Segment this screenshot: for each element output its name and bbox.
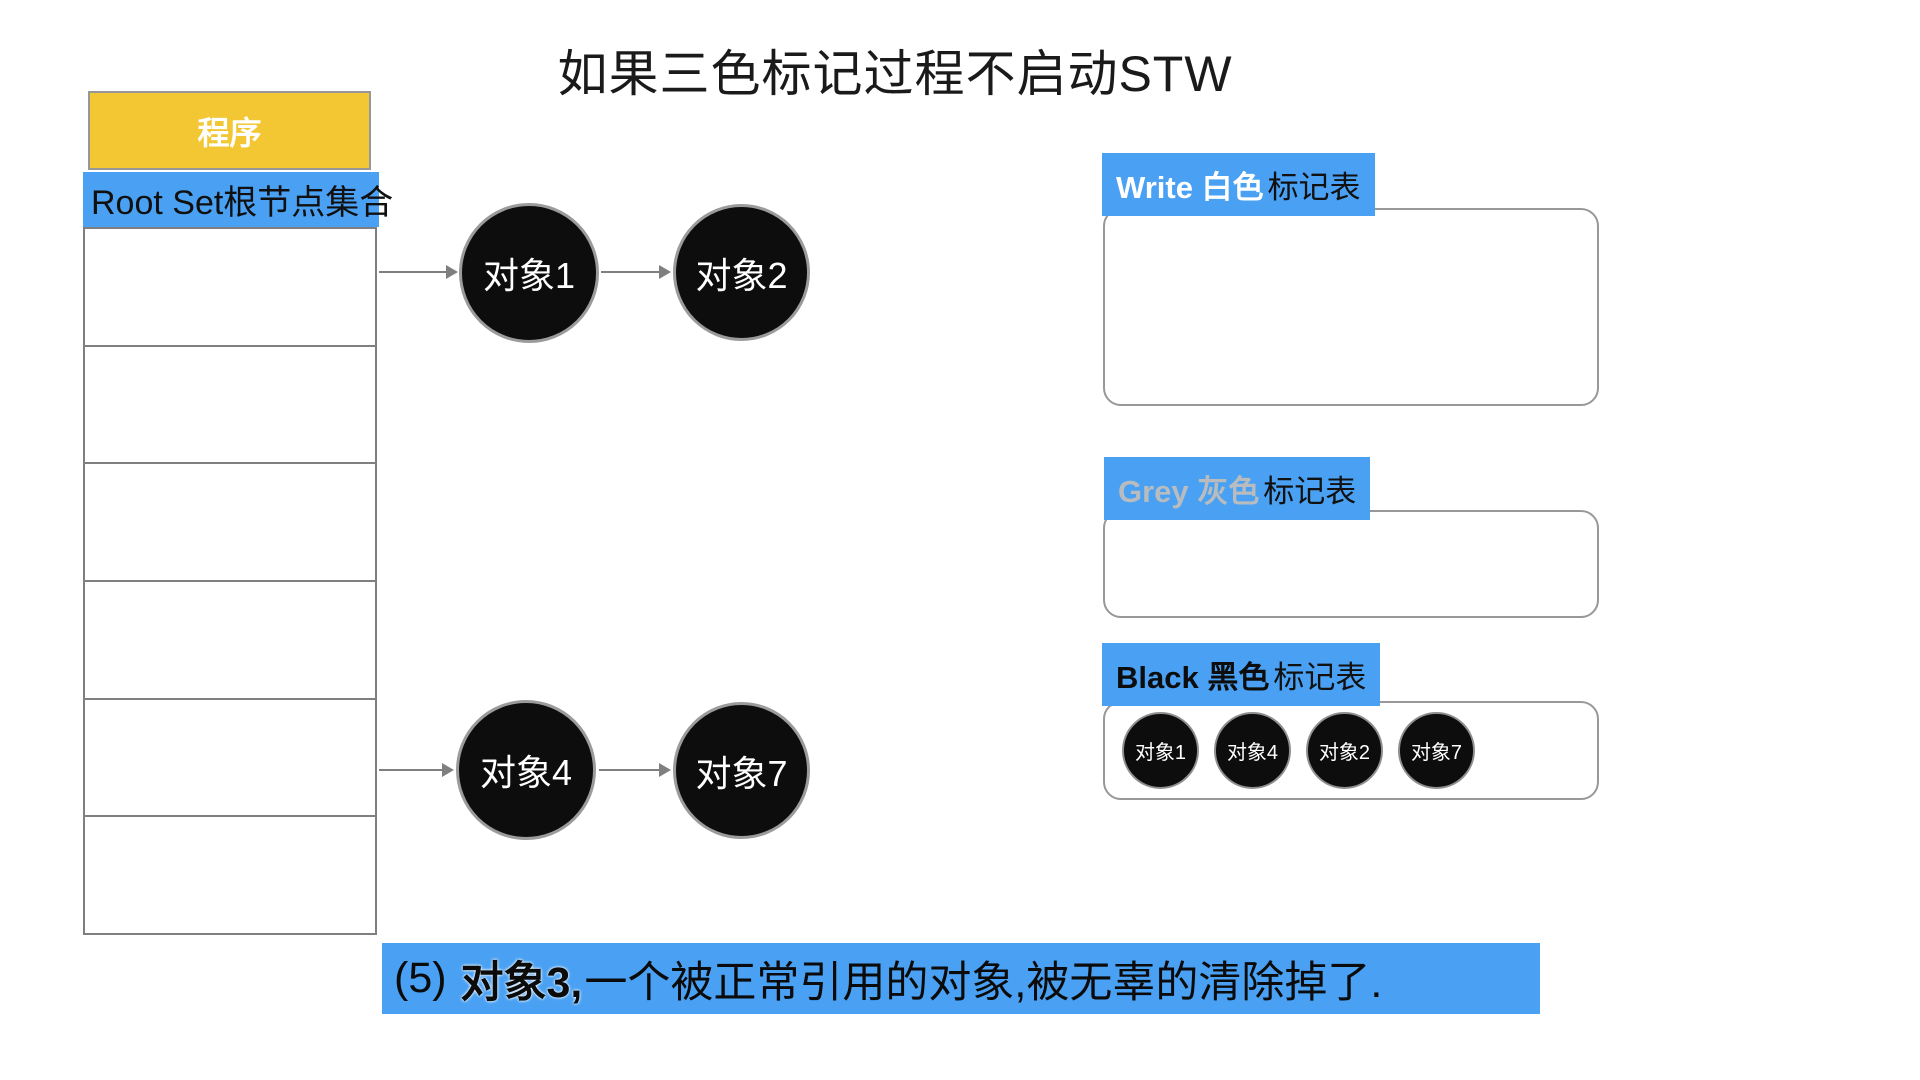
arrow-rootset-to-obj4 [379,763,454,777]
arrow-obj1-to-obj2 [601,265,671,279]
caption-bar: (5) 对象3,一个被正常引用的对象,被无辜的清除掉了. [382,943,1540,1014]
caption-step-number: (5) [394,954,459,1002]
black-mark-table-label-colored: Black 黑色 [1116,660,1270,695]
heap-object-4: 对象4 [456,700,596,840]
grey-mark-table-box [1103,510,1599,618]
program-header-label: 程序 [197,114,262,151]
program-table-row [85,697,375,816]
heap-object-1: 对象1 [459,203,599,343]
caption-object-name: 对象3, [460,958,583,1007]
black-table-object-circle: 对象7 [1398,712,1475,789]
white-mark-table-label-suffix: 标记表 [1267,170,1361,205]
arrow-obj4-to-obj7 [599,763,671,777]
grey-mark-table-label-colored: Grey 灰色 [1118,474,1260,509]
white-mark-table-label: Write 白色标记表 [1102,153,1375,216]
root-set-label: Root Set根节点集合 [91,184,394,222]
arrow-rootset-to-obj1 [379,265,458,279]
page-title: 如果三色标记过程不启动STW [557,46,1233,102]
program-table-row [85,580,375,698]
caption-text: 一个被正常引用的对象,被无辜的清除掉了. [584,958,1383,1007]
heap-object-7: 对象7 [673,702,810,839]
black-table-object-circle: 对象1 [1122,712,1199,789]
black-mark-table-label: Black 黑色标记表 [1102,643,1381,706]
grey-mark-table-label: Grey 灰色标记表 [1104,457,1371,520]
program-header: 程序 [88,91,371,170]
white-mark-table-box [1103,208,1599,406]
program-table-row [85,229,375,345]
program-table-row [85,462,375,580]
black-table-object-circle: 对象4 [1214,712,1291,789]
root-set-row: Root Set根节点集合 [83,172,393,227]
grey-mark-table-label-suffix: 标记表 [1263,474,1357,509]
black-mark-table-label-suffix: 标记表 [1273,660,1367,695]
program-table-row [85,815,375,933]
program-table [83,227,377,935]
program-table-row [85,344,375,463]
black-table-object-circle: 对象2 [1306,712,1383,789]
white-mark-table-label-colored: Write 白色 [1116,170,1264,205]
heap-object-2: 对象2 [673,204,810,341]
